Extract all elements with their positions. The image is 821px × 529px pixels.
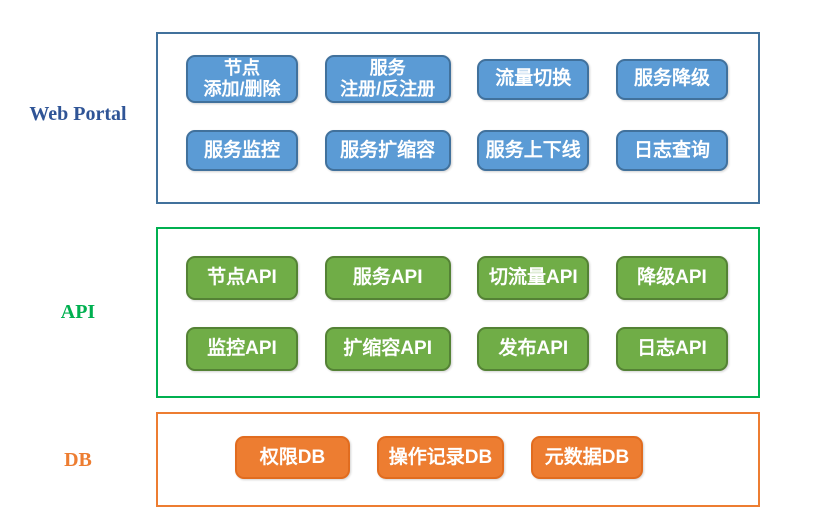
box-log-api: 日志API (615, 327, 728, 371)
box-service-scale: 服务扩缩容 (324, 130, 451, 171)
box-service-api: 服务API (324, 256, 451, 300)
box-publish-api: 发布API (477, 327, 590, 371)
db-layer-label: DB (64, 449, 92, 471)
box-log-query: 日志查询 (615, 130, 728, 171)
box-monitor-api: 监控API (186, 327, 298, 371)
web-portal-layer-label: Web Portal (29, 103, 127, 125)
box-permission-db: 权限DB (235, 436, 350, 479)
web-portal-row-1: 节点 添加/删除 服务 注册/反注册 流量切换 服务降级 (186, 55, 728, 103)
box-traffic-api: 切流量API (477, 256, 590, 300)
api-row-2: 监控API 扩缩容API 发布API 日志API (186, 327, 728, 371)
web-portal-row-2: 服务监控 服务扩缩容 服务上下线 日志查询 (186, 130, 728, 171)
box-node-add-delete: 节点 添加/删除 (186, 55, 298, 103)
web-portal-container: 节点 添加/删除 服务 注册/反注册 流量切换 服务降级 服务监控 服务扩缩容 … (156, 32, 760, 204)
api-container: 节点API 服务API 切流量API 降级API 监控API 扩缩容API 发布… (156, 227, 760, 398)
box-degrade-api: 降级API (615, 256, 728, 300)
box-service-online-offline: 服务上下线 (477, 130, 590, 171)
db-container: 权限DB 操作记录DB 元数据DB (156, 412, 760, 507)
box-service-monitor: 服务监控 (186, 130, 298, 171)
api-row-1: 节点API 服务API 切流量API 降级API (186, 256, 728, 300)
box-service-degrade: 服务降级 (615, 58, 728, 100)
box-service-register: 服务 注册/反注册 (324, 55, 451, 103)
box-scale-api: 扩缩容API (324, 327, 451, 371)
box-metadata-db: 元数据DB (531, 436, 643, 479)
api-layer-label: API (60, 301, 96, 323)
box-traffic-switch: 流量切换 (477, 58, 590, 100)
db-row-1: 权限DB 操作记录DB 元数据DB (235, 436, 643, 479)
box-node-api: 节点API (186, 256, 298, 300)
box-operation-log-db: 操作记录DB (377, 436, 504, 479)
